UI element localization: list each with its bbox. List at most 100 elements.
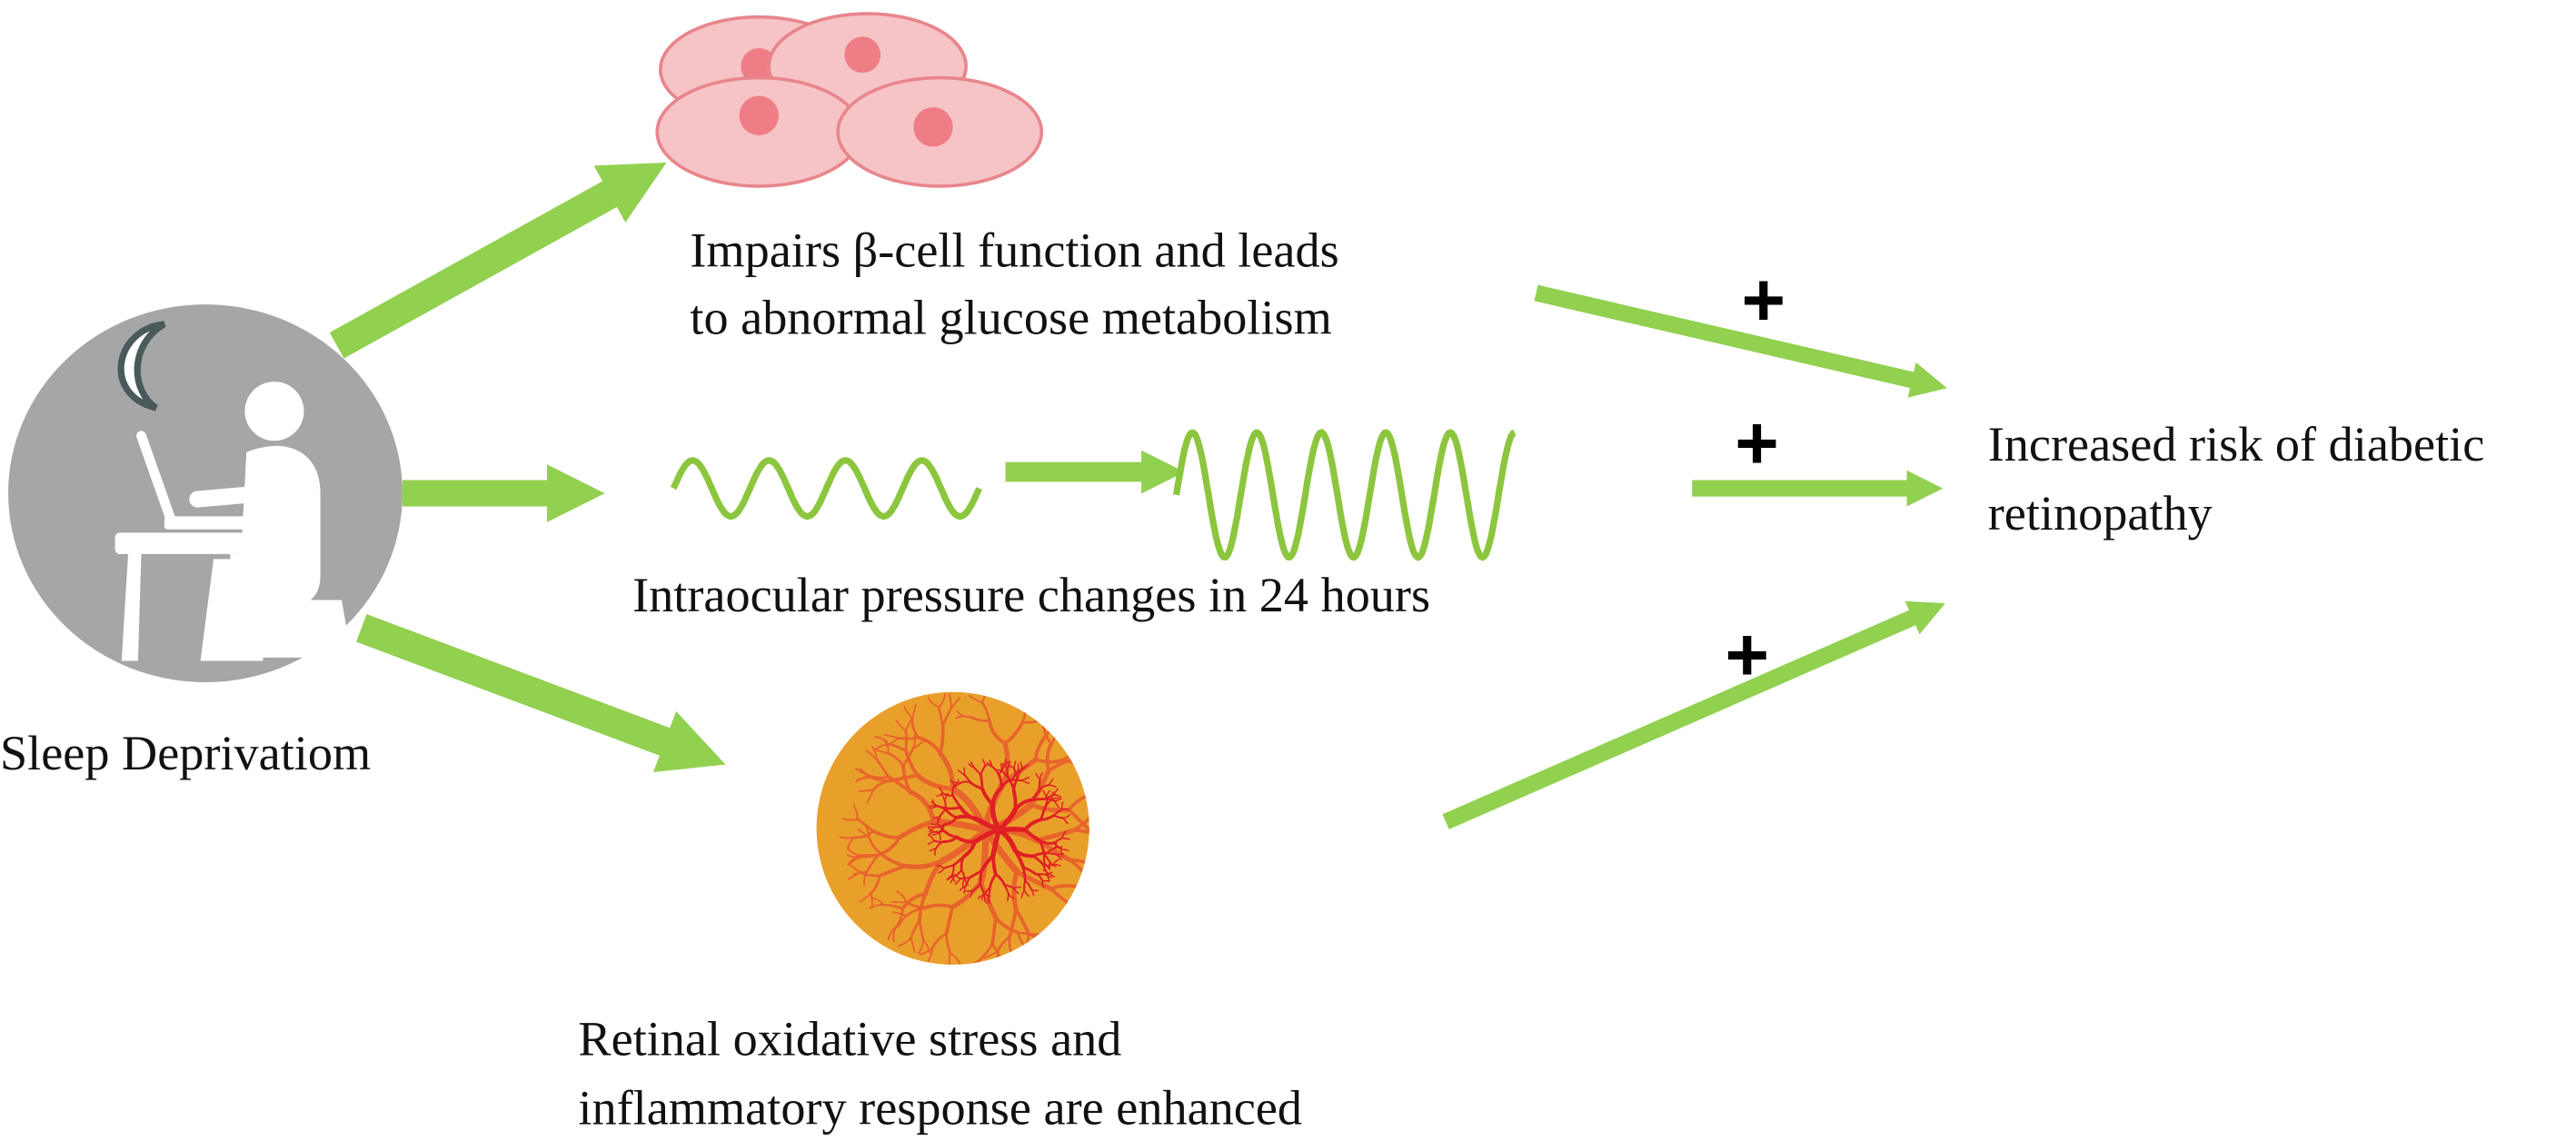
- retina-vessel: [1113, 796, 1122, 807]
- retina-vessel: [929, 805, 938, 808]
- retina-vessel: [963, 878, 970, 887]
- retina-vessel: [980, 787, 995, 807]
- retina-vessel: [1008, 893, 1015, 899]
- retina-vessel: [1070, 905, 1089, 916]
- retina-vessel: [983, 893, 986, 903]
- retina-vessel: [1115, 857, 1129, 858]
- retina-vessel: [889, 773, 920, 783]
- retina-vessel: [1014, 869, 1054, 892]
- retina-vessel: [903, 706, 914, 720]
- beta-cell-text-line2: to abnormal glucose metabolism: [690, 291, 1331, 345]
- retina-vessel: [955, 715, 971, 719]
- retina-vessel: [989, 873, 998, 888]
- retina-vessel: [1040, 709, 1055, 720]
- retina-vessel: [1099, 846, 1112, 850]
- retina-vessel: [1066, 925, 1075, 939]
- retina-vessel: [1097, 866, 1114, 875]
- retina-vessel: [1013, 848, 1036, 858]
- retina-vessel: [876, 836, 901, 858]
- retina-vessel: [1011, 779, 1024, 782]
- retina-vessel: [1000, 769, 1010, 779]
- retina-vessel: [1011, 770, 1019, 781]
- retina-vessel: [993, 915, 1020, 935]
- retina-vessel: [930, 932, 948, 949]
- retina-vessel: [1095, 898, 1103, 909]
- retina-vessel: [1100, 836, 1113, 850]
- retina-vessel: [982, 759, 986, 768]
- retina-vessel: [898, 937, 912, 948]
- retina-vessel: [964, 877, 971, 888]
- retina-vessel: [1096, 868, 1106, 878]
- retina-vessel: [886, 774, 912, 794]
- plus-sign-beta: +: [1742, 258, 1786, 342]
- retina-vessel: [1079, 767, 1089, 778]
- retina-vessel: [929, 826, 936, 832]
- retina-vessel: [1119, 831, 1132, 837]
- retina-vessel: [885, 737, 900, 748]
- retina-vessel: [954, 878, 961, 885]
- retina-vessel: [1087, 828, 1089, 848]
- retina-vessel: [1035, 773, 1041, 780]
- retina-vessel: [1119, 823, 1131, 831]
- retina-vessel: [1091, 898, 1095, 911]
- outcome-text-line1: Increased risk of diabetic: [1988, 417, 2485, 471]
- retina-vessel: [917, 938, 925, 955]
- retina-vessel: [897, 819, 937, 840]
- retina-vessel: [1031, 851, 1049, 858]
- retina-vessel: [994, 769, 1003, 772]
- retina-vessel: [945, 805, 962, 810]
- retina-vessel: [1024, 691, 1033, 704]
- retina-vessel: [940, 827, 990, 864]
- retina-text-line1: Retinal oxidative stress and: [578, 1011, 1121, 1066]
- retina-vessel: [874, 735, 889, 746]
- retina-vessel: [1010, 955, 1015, 965]
- retina-vessel: [938, 867, 945, 874]
- retina-vessel: [948, 693, 952, 709]
- retina-vessel: [962, 767, 966, 776]
- retina-vessel: [1104, 785, 1113, 795]
- retina-vessel: [1070, 905, 1076, 928]
- retina-vessel: [1094, 795, 1104, 812]
- retina-vessel: [1093, 759, 1104, 768]
- retina-vessel: [1105, 838, 1119, 840]
- retina-vessel: [1040, 718, 1056, 728]
- retina-vessel: [847, 854, 860, 866]
- retina-vessel: [1109, 879, 1121, 886]
- retina-vessel: [950, 779, 955, 787]
- retina-vessel: [1021, 866, 1037, 876]
- retina-vessel: [979, 869, 983, 886]
- retina-vessel: [1012, 955, 1024, 965]
- retina-vessel: [969, 695, 983, 704]
- retina-vessel: [950, 864, 955, 877]
- retina-vessel: [1034, 758, 1065, 764]
- retina-vessel: [1093, 752, 1105, 759]
- retina-vessel: [1007, 777, 1016, 792]
- retina-vessel: [1023, 818, 1043, 832]
- retina-vessel: [1042, 710, 1047, 727]
- retina-vessel: [1105, 839, 1109, 853]
- retina-vessel: [969, 715, 991, 722]
- retina-vessel: [938, 750, 956, 792]
- retina-vessel: [1010, 952, 1025, 962]
- retina-vessel: [1090, 914, 1098, 926]
- retina-vessel: [988, 719, 1007, 745]
- retina-vessel: [936, 865, 945, 869]
- retina-vessel: [1047, 873, 1055, 878]
- pancreatic-cells-icon: [655, 12, 1044, 188]
- retina-vessel: [1000, 960, 1016, 965]
- retina-vessel: [1071, 809, 1089, 832]
- retina-vessel: [980, 773, 984, 790]
- retina-vessel: [1039, 700, 1045, 717]
- retina-vessel: [978, 879, 999, 920]
- retina-vessel: [960, 855, 966, 872]
- retina-vessel: [1017, 763, 1019, 772]
- retina-vessel: [938, 787, 944, 795]
- retina-vessel: [897, 736, 920, 740]
- retina-vessel: [977, 958, 981, 965]
- retina-vessel: [938, 832, 941, 841]
- retina-vessel: [916, 735, 942, 756]
- retina-vessel: [881, 903, 904, 910]
- retina-vessel: [1079, 728, 1089, 742]
